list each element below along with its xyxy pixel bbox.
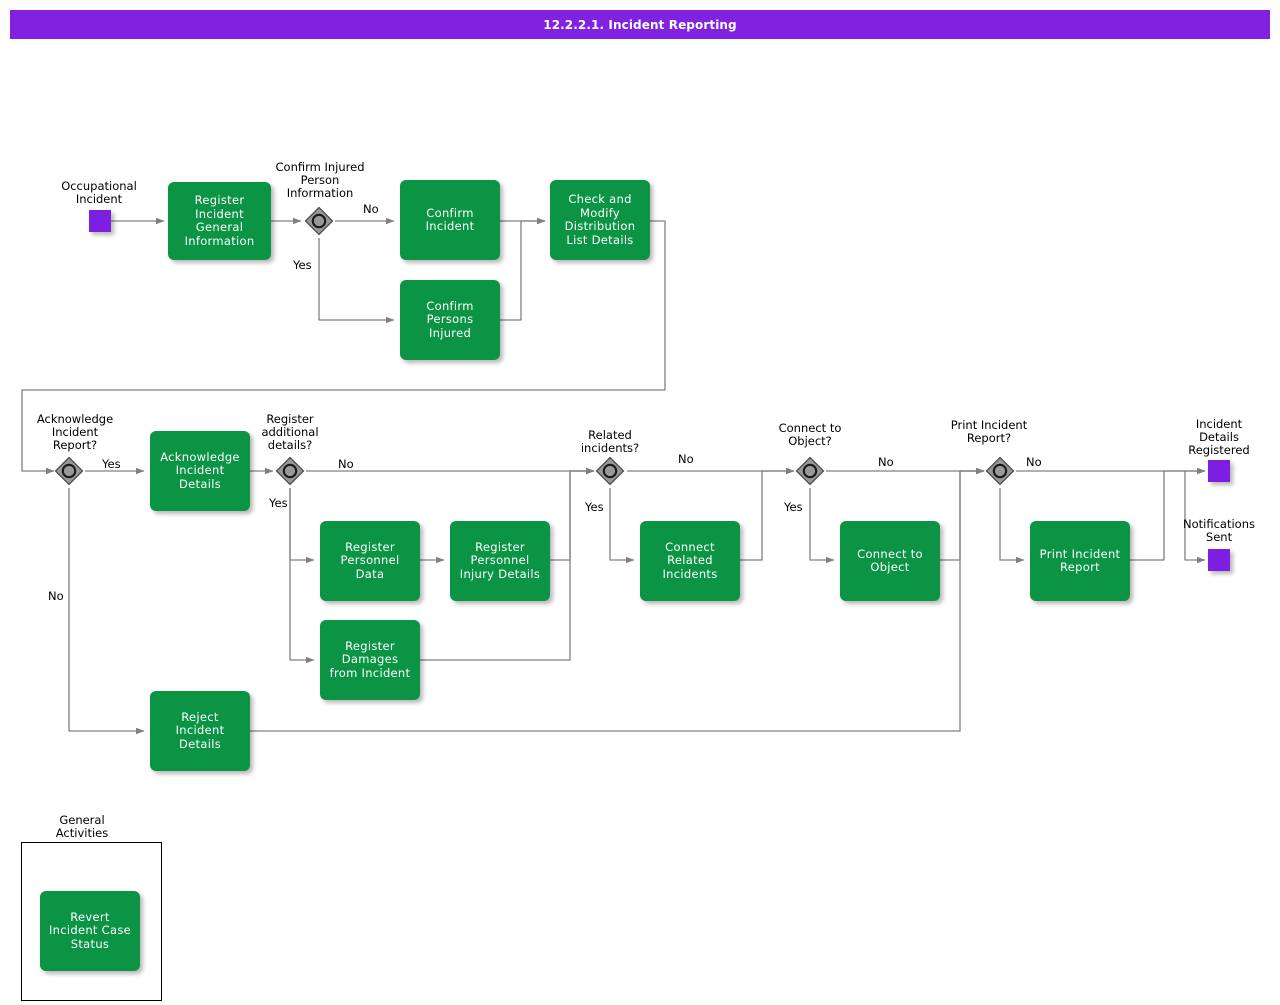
flow-label-yes-related: Yes [585,500,604,514]
gateway-print-incident-report[interactable] [985,456,1015,486]
task-acknowledge-incident-details[interactable]: Acknowledge Incident Details [150,431,250,511]
flow-damages-to-gw-related [420,467,595,661]
task-register-personnel-data[interactable]: Register Personnel Data [320,521,420,601]
gateway-confirm-injured-person-information[interactable] [304,206,334,236]
flow-reject-to-gw-print [250,467,985,732]
flow-check-to-ack-gateway [21,220,666,475]
label-notifications-sent: Notifications Sent [1183,517,1255,544]
task-check-and-modify-distribution-list-details[interactable]: Check and Modify Distribution List Detai… [550,180,650,260]
flow-print-to-end-details [1130,467,1206,561]
flow-to-end-notifications [1184,471,1206,564]
task-reject-incident-details[interactable]: Reject Incident Details [150,691,250,771]
task-confirm-incident[interactable]: Confirm Incident [400,180,500,260]
flow-label-no-confirm-injured: No [363,202,379,216]
flow-label-no-acknowledge: No [48,589,64,603]
flow-label-yes-additional: Yes [269,496,288,510]
window-title-bar: 12.2.2.1. Incident Reporting [10,10,1270,39]
gateway-register-additional-details[interactable] [275,456,305,486]
task-print-incident-report[interactable]: Print Incident Report [1030,521,1130,601]
flow-label-no-print: No [1026,455,1042,469]
page-title: 12.2.2.1. Incident Reporting [543,17,737,32]
end-event-incident-details-registered[interactable] [1208,460,1230,482]
flow-injury-to-gw-related [550,467,595,561]
task-revert-incident-case-status[interactable]: Revert Incident Case Status [40,891,140,971]
label-gateway-connect-object: Connect to Object? [778,421,842,448]
flow-ack-no-to-reject [68,488,145,735]
task-register-damages-from-incident[interactable]: Register Damages from Incident [320,620,420,700]
flow-gw-injured-yes [318,238,395,324]
flow-label-no-related: No [678,452,694,466]
task-connect-to-object[interactable]: Connect to Object [840,521,940,601]
label-gateway-acknowledge: Acknowledge Incident Report? [36,412,114,452]
label-incident-details-registered: Incident Details Registered [1188,417,1250,457]
gateway-acknowledge-incident-report[interactable] [54,456,84,486]
flow-related-yes [609,488,635,564]
label-gateway-related-incidents: Related incidents? [580,428,640,455]
flow-connect-related-to-gw-connect [740,467,795,561]
task-register-personnel-injury-details[interactable]: Register Personnel Injury Details [450,521,550,601]
label-occupational-incident: Occupational Incident [61,179,137,206]
label-general-activities-group: General Activities [55,813,109,840]
task-register-incident-general-information[interactable]: Register Incident General Information [168,182,271,260]
flow-label-yes-confirm-injured: Yes [293,258,312,272]
flow-connect-object-to-gw-print [940,467,985,561]
flow-connect-yes [809,488,835,564]
end-event-notifications-sent[interactable] [1208,549,1230,571]
flow-label-yes-connect: Yes [784,500,803,514]
label-gateway-print-report: Print Incident Report? [950,418,1028,445]
flow-label-no-additional: No [338,457,354,471]
start-event-occupational-incident[interactable] [89,210,111,232]
flow-additional-yes-damages [289,488,315,664]
label-gateway-confirm-injured: Confirm Injured Person Information [275,160,365,200]
label-gateway-register-additional: Register additional details? [261,412,319,452]
flow-print-yes [999,488,1025,564]
gateway-related-incidents[interactable] [595,456,625,486]
task-connect-related-incidents[interactable]: Connect Related Incidents [640,521,740,601]
flow-additional-yes-personnel [289,488,315,564]
group-general-activities [21,842,162,1001]
flow-label-yes-acknowledge: Yes [102,457,121,471]
task-confirm-persons-injured[interactable]: Confirm Persons Injured [400,280,500,360]
flow-label-no-connect: No [878,455,894,469]
gateway-connect-to-object[interactable] [795,456,825,486]
flow-confirm-persons-to-check [500,217,546,321]
